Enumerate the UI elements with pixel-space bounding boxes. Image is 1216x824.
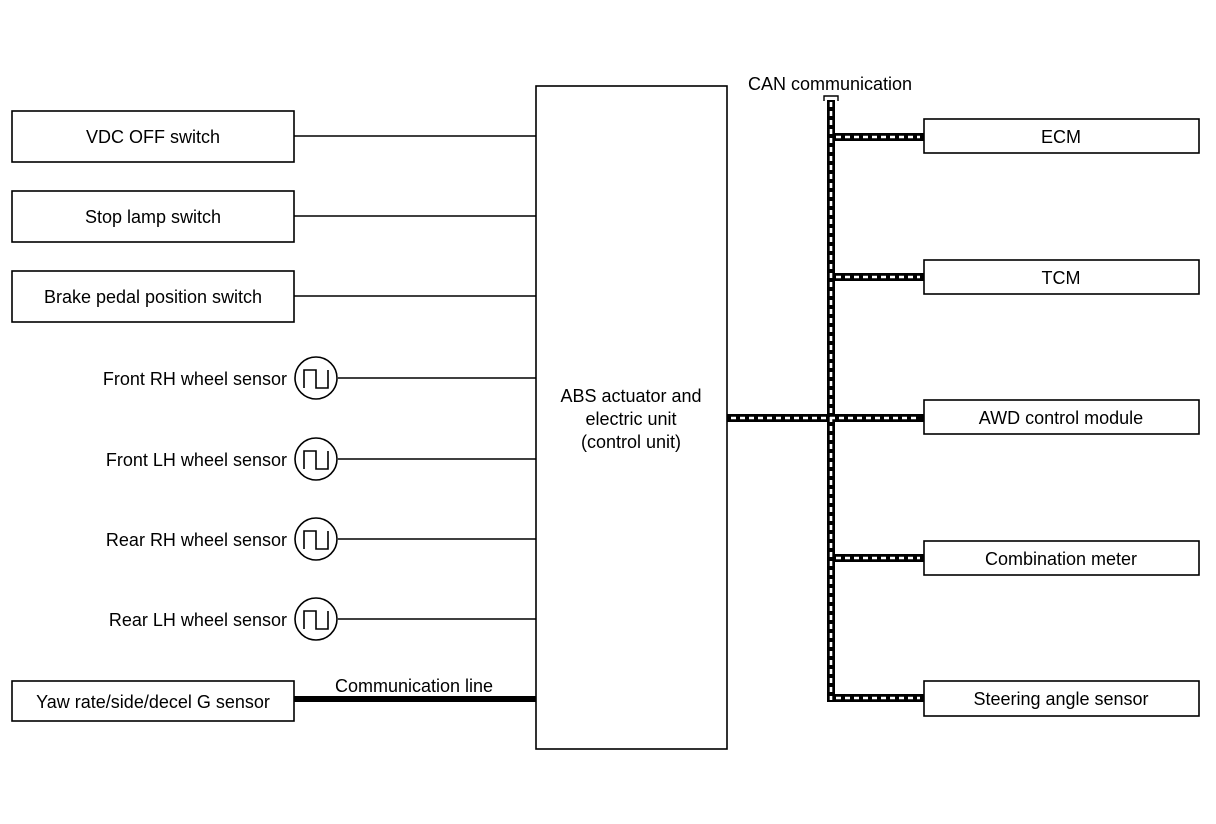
front-lh-wheel-sensor-icon	[294, 437, 338, 481]
stop-lamp-switch-label: Stop lamp switch	[85, 207, 221, 227]
can-tab-mark	[823, 95, 839, 101]
rear-rh-wheel-sensor-label: Rear RH wheel sensor	[106, 530, 287, 550]
front-rh-wheel-sensor-label: Front RH wheel sensor	[103, 369, 287, 389]
brake-pedal-position-switch-label: Brake pedal position switch	[44, 287, 262, 307]
control-unit-label-line-2: electric unit	[585, 409, 676, 429]
ecm-label: ECM	[1041, 127, 1081, 147]
communication-line-label: Communication line	[335, 676, 493, 696]
tcm-label: TCM	[1042, 268, 1081, 288]
can-bus	[727, 100, 924, 702]
rear-lh-wheel-sensor-icon	[294, 597, 338, 641]
combination-meter-label: Combination meter	[985, 549, 1137, 569]
rear-rh-wheel-sensor-icon	[294, 517, 338, 561]
can-communication-label: CAN communication	[748, 74, 912, 94]
steering-angle-sensor-label: Steering angle sensor	[973, 689, 1148, 709]
front-rh-wheel-sensor-icon	[294, 356, 338, 400]
vdc-off-switch-label: VDC OFF switch	[86, 127, 220, 147]
yaw-rate-sensor-label: Yaw rate/side/decel G sensor	[36, 692, 270, 712]
control-unit-label-line-1: ABS actuator and	[560, 386, 701, 406]
control-unit-label-line-3: (control unit)	[581, 432, 681, 452]
front-lh-wheel-sensor-label: Front LH wheel sensor	[106, 450, 287, 470]
awd-control-module-label: AWD control module	[979, 408, 1143, 428]
rear-lh-wheel-sensor-label: Rear LH wheel sensor	[109, 610, 287, 630]
